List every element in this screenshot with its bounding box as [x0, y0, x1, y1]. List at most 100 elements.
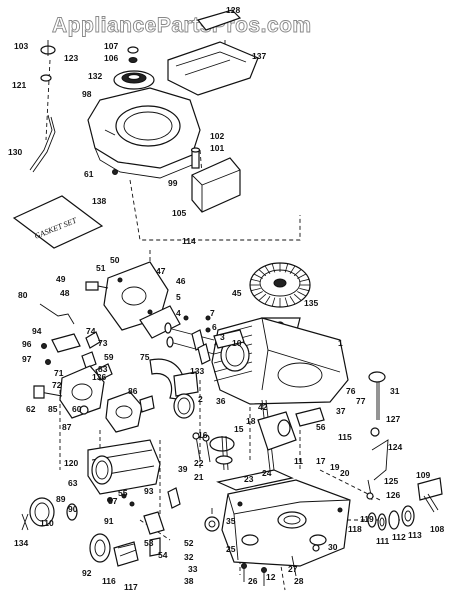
part-number-126: 126 — [386, 490, 400, 500]
part-number-51: 51 — [96, 263, 106, 273]
part-number-62: 62 — [26, 404, 36, 414]
tappets — [192, 432, 211, 463]
part-number-11: 11 — [294, 456, 303, 466]
part-number-60: 60 — [72, 404, 82, 414]
part-number-123: 123 — [64, 53, 78, 63]
part-number-7: 7 — [210, 308, 215, 318]
part-number-118: 118 — [348, 524, 362, 534]
part-number-12: 12 — [266, 572, 276, 582]
part-number-111: 111 — [376, 536, 390, 546]
blower-housing — [87, 87, 201, 179]
part-number-31: 31 — [390, 386, 400, 396]
part-number-80: 80 — [18, 290, 28, 300]
part-number-50: 50 — [110, 255, 120, 265]
crankshaft — [257, 399, 325, 471]
part-number-36: 36 — [216, 396, 226, 406]
governor-parts — [121, 487, 181, 557]
part-number-109: 109 — [416, 470, 430, 480]
linkage-parts — [41, 331, 101, 369]
part-number-61: 61 — [84, 169, 94, 179]
part-number-54: 54 — [158, 550, 168, 560]
top-hardware — [40, 40, 139, 82]
muffler-top — [190, 147, 241, 213]
part-number-19: 19 — [330, 462, 340, 472]
air-filter — [105, 391, 155, 433]
part-number-87: 87 — [62, 422, 72, 432]
part-number-18: 18 — [246, 416, 256, 426]
valve-train — [164, 315, 215, 365]
part-number-26: 26 — [248, 576, 258, 586]
part-number-17: 17 — [316, 456, 326, 466]
part-number-3: 3 — [220, 332, 225, 342]
part-number-91: 91 — [104, 516, 114, 526]
part-number-48: 48 — [60, 288, 70, 298]
governor-rod — [39, 303, 75, 325]
part-number-21: 21 — [194, 472, 204, 482]
starter-cup — [113, 70, 155, 90]
part-number-35: 35 — [226, 516, 236, 526]
part-number-25: 25 — [226, 544, 236, 554]
part-number-37: 37 — [336, 406, 346, 416]
part-number-125: 125 — [384, 476, 398, 486]
oil-pump-gears — [204, 508, 220, 532]
governor-wire — [29, 114, 53, 171]
part-number-55: 55 — [118, 488, 128, 498]
part-number-33: 33 — [188, 564, 198, 574]
part-number-49: 49 — [56, 274, 66, 284]
part-number-73: 73 — [98, 338, 108, 348]
part-number-115: 115 — [338, 432, 352, 442]
part-number-103: 103 — [14, 41, 28, 51]
part-number-106: 106 — [104, 53, 118, 63]
part-number-107: 107 — [104, 41, 118, 51]
part-number-85: 85 — [48, 404, 58, 414]
part-number-72: 72 — [52, 380, 62, 390]
part-number-132: 132 — [88, 71, 102, 81]
base-gasket — [216, 469, 294, 491]
part-number-63: 63 — [68, 478, 78, 488]
part-number-6: 6 — [212, 322, 217, 332]
part-number-30: 30 — [328, 542, 338, 552]
part-number-90: 90 — [68, 504, 78, 514]
part-number-138: 138 — [92, 196, 106, 206]
muffler — [87, 439, 161, 503]
part-number-133: 133 — [190, 366, 204, 376]
crankshaft-seals — [367, 477, 443, 531]
part-number-1: 1 — [338, 338, 343, 348]
part-number-101: 101 — [210, 143, 224, 153]
part-number-112: 112 — [392, 532, 406, 542]
part-number-93: 93 — [144, 486, 154, 496]
part-number-124: 124 — [388, 442, 402, 452]
part-number-46: 46 — [176, 276, 186, 286]
part-number-45: 45 — [232, 288, 242, 298]
base-bolts — [241, 544, 320, 586]
cylinder-block — [211, 317, 349, 405]
part-number-119: 119 — [360, 514, 374, 524]
part-number-10: 10 — [232, 338, 242, 348]
part-number-97: 97 — [22, 354, 32, 364]
part-number-89: 89 — [56, 494, 66, 504]
part-number-4: 4 — [176, 308, 181, 318]
part-number-108: 108 — [430, 524, 444, 534]
blower-cover — [167, 9, 259, 96]
part-number-56: 56 — [316, 422, 326, 432]
lower-pulley-parts — [21, 497, 139, 567]
part-number-92: 92 — [82, 568, 92, 578]
part-number-27: 27 — [288, 564, 298, 574]
part-number-83: 83 — [98, 364, 108, 374]
oil-sump-base — [221, 479, 351, 567]
part-number-23: 23 — [244, 474, 254, 484]
part-number-105: 105 — [172, 208, 186, 218]
part-number-113: 113 — [408, 530, 422, 540]
camshaft — [209, 435, 235, 471]
part-number-94: 94 — [32, 326, 42, 336]
part-number-134: 134 — [14, 538, 28, 548]
part-number-117: 117 — [124, 582, 138, 592]
part-number-86: 86 — [128, 386, 138, 396]
part-number-128: 128 — [226, 5, 240, 15]
part-number-39: 39 — [178, 464, 188, 474]
part-number-16: 16 — [198, 430, 208, 440]
part-number-120: 120 — [64, 458, 78, 468]
part-number-2: 2 — [198, 394, 203, 404]
